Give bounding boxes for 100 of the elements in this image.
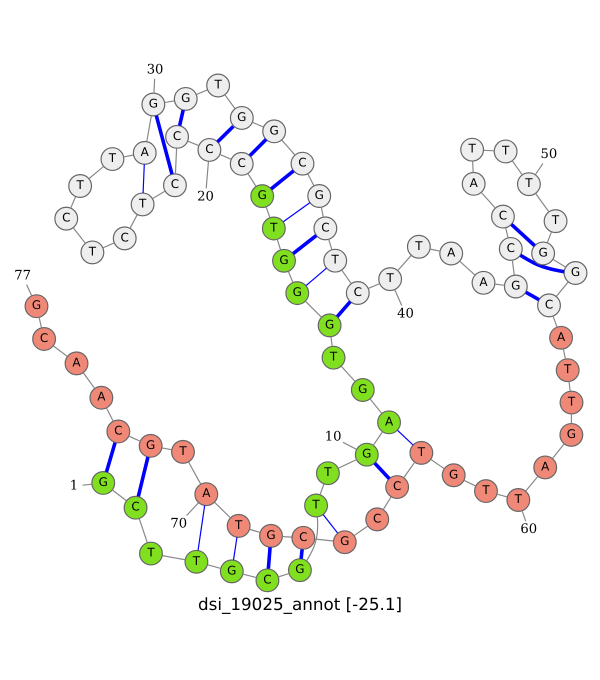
connector bbox=[152, 190, 166, 199]
connector bbox=[26, 284, 32, 296]
connector bbox=[216, 124, 235, 143]
node-circle: A bbox=[194, 482, 218, 506]
node-circle: G bbox=[354, 442, 379, 466]
connector bbox=[464, 479, 476, 486]
node-circle: T bbox=[406, 234, 431, 258]
node-circle: T bbox=[206, 73, 230, 97]
connector bbox=[546, 231, 552, 242]
connector bbox=[336, 300, 352, 318]
connector bbox=[320, 483, 324, 494]
node-text: 20 bbox=[197, 188, 214, 204]
node-circle: T bbox=[506, 488, 530, 512]
node-circle: T bbox=[226, 513, 251, 538]
connector bbox=[206, 161, 210, 188]
connector bbox=[83, 372, 96, 388]
node-circle: G bbox=[141, 92, 166, 116]
connector bbox=[373, 461, 391, 480]
connector bbox=[252, 121, 264, 127]
node-circle: C bbox=[162, 172, 187, 197]
connector bbox=[136, 456, 150, 496]
connector bbox=[276, 238, 282, 250]
connector bbox=[505, 227, 509, 238]
connector bbox=[249, 528, 260, 533]
connector bbox=[342, 441, 357, 450]
node-circle: T bbox=[323, 248, 348, 272]
node-circle: A bbox=[472, 270, 496, 294]
node-text: 60 bbox=[520, 521, 538, 536]
node-circle: T bbox=[304, 493, 328, 517]
node-circle: C bbox=[537, 292, 561, 317]
node-circle: C bbox=[346, 280, 370, 304]
connector bbox=[481, 192, 496, 208]
connector bbox=[292, 234, 318, 254]
connector bbox=[397, 429, 414, 445]
node-circle: T bbox=[556, 358, 580, 382]
node-text: 50 bbox=[540, 146, 558, 162]
connector bbox=[281, 139, 296, 155]
node-circle: C bbox=[124, 495, 148, 520]
node-circle: C bbox=[291, 525, 316, 550]
node-circle: C bbox=[490, 204, 515, 228]
connector bbox=[207, 564, 221, 568]
node-circle: T bbox=[544, 208, 568, 233]
connector bbox=[266, 546, 272, 568]
connector bbox=[403, 461, 416, 478]
connector bbox=[162, 554, 186, 560]
connector bbox=[154, 114, 174, 174]
node-circle: C bbox=[165, 124, 190, 148]
node-circle: C bbox=[54, 206, 78, 230]
node-circle: G bbox=[504, 274, 528, 298]
node-circle: G bbox=[307, 184, 332, 208]
node-circle: T bbox=[322, 345, 346, 370]
connector bbox=[430, 458, 444, 469]
node-circle: C bbox=[290, 151, 314, 176]
connector bbox=[196, 88, 208, 95]
node-circle: A bbox=[439, 241, 464, 265]
node-circle: T bbox=[262, 216, 286, 240]
node-circle: T bbox=[460, 137, 484, 162]
connector bbox=[188, 140, 200, 146]
node-circle: T bbox=[494, 138, 518, 163]
connector bbox=[330, 336, 333, 346]
node-text: 77 bbox=[14, 268, 32, 283]
connector bbox=[283, 202, 310, 222]
node-circle: G bbox=[138, 433, 163, 458]
connector bbox=[306, 516, 318, 560]
connector bbox=[299, 548, 304, 559]
connector bbox=[104, 442, 117, 472]
connector bbox=[82, 483, 92, 486]
connector bbox=[328, 238, 332, 250]
connector bbox=[73, 227, 86, 244]
connector bbox=[430, 248, 440, 252]
node-circle: T bbox=[409, 440, 434, 464]
connector bbox=[314, 538, 334, 542]
node-circle: C bbox=[230, 151, 254, 176]
connector bbox=[305, 300, 322, 318]
connector bbox=[224, 94, 236, 108]
node-circle: T bbox=[474, 478, 498, 503]
connector bbox=[338, 458, 357, 468]
connector bbox=[174, 148, 178, 174]
connector bbox=[112, 489, 127, 501]
diagram-title: dsi_19025_annot [-25.1] bbox=[198, 593, 402, 614]
connector bbox=[307, 173, 314, 186]
connector bbox=[556, 280, 569, 296]
connector bbox=[525, 290, 540, 301]
connector bbox=[186, 502, 199, 516]
connector bbox=[525, 475, 538, 491]
connector bbox=[496, 493, 508, 497]
node-circle: A bbox=[64, 350, 88, 375]
node-circle: G bbox=[262, 118, 286, 143]
node-text: 40 bbox=[397, 306, 414, 321]
node-text: 30 bbox=[146, 62, 164, 78]
node-text: 10 bbox=[324, 429, 342, 444]
connector bbox=[372, 431, 383, 445]
connector bbox=[270, 168, 295, 190]
node-text: 1 bbox=[70, 478, 78, 493]
connector bbox=[38, 316, 42, 328]
connector bbox=[459, 260, 476, 275]
node-circle: G bbox=[332, 530, 357, 554]
connector bbox=[341, 366, 356, 382]
connector bbox=[520, 253, 564, 273]
connector bbox=[128, 435, 140, 442]
